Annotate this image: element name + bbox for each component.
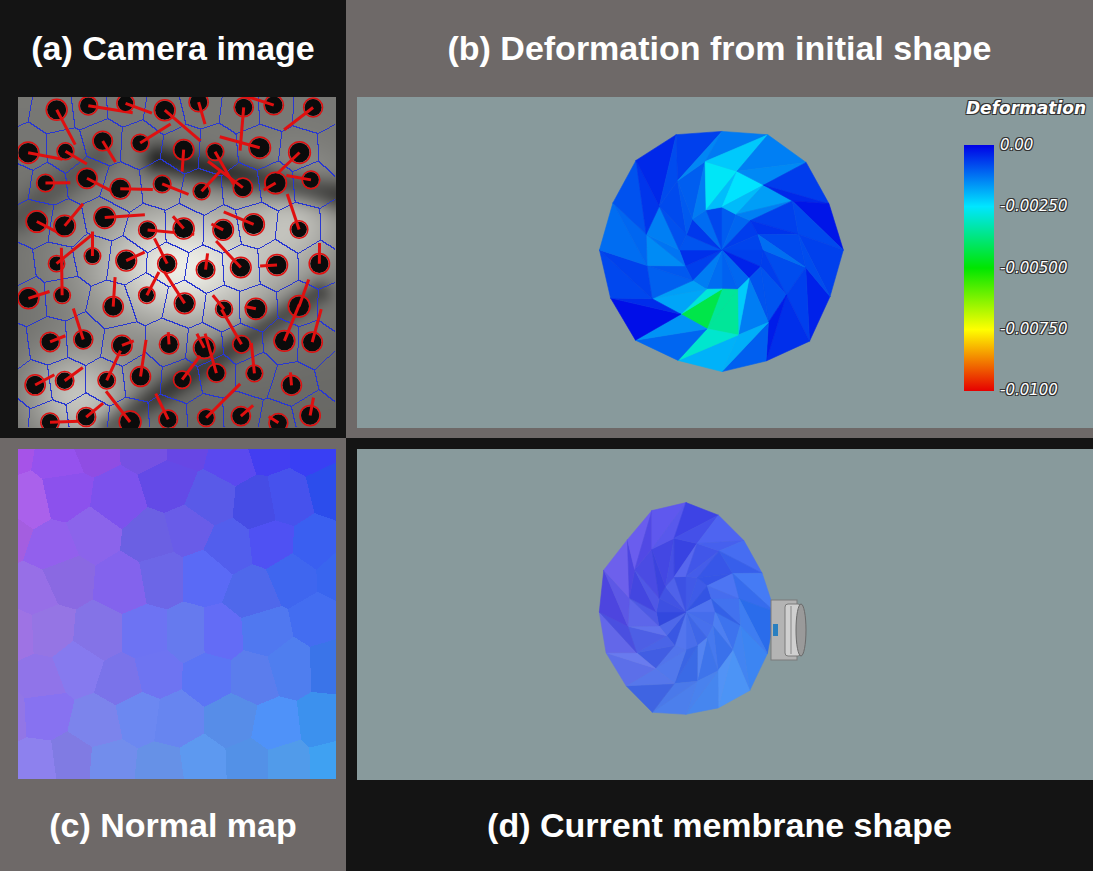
render-panel xyxy=(357,97,1093,428)
mesh-facet xyxy=(718,651,750,708)
panel-heading: (d) Current membrane shape xyxy=(346,780,1093,871)
mesh-facet xyxy=(679,250,722,266)
mesh-facet xyxy=(764,162,829,203)
mesh-facet xyxy=(750,221,798,235)
mesh-facet xyxy=(739,599,767,654)
mesh-facet xyxy=(626,684,674,713)
panel-heading: (a) Camera image xyxy=(0,0,346,97)
mesh-facet xyxy=(647,266,693,299)
mesh-facet xyxy=(665,538,674,586)
mesh-facet xyxy=(686,612,697,650)
mesh-facet xyxy=(606,653,655,669)
mesh-facet xyxy=(718,651,733,708)
mesh-facet xyxy=(712,599,741,625)
mesh-facet xyxy=(738,278,749,335)
mesh-facet xyxy=(604,540,630,598)
mount-groove xyxy=(791,606,792,654)
normal-map xyxy=(18,449,336,779)
sensor-mount xyxy=(771,600,806,660)
mesh-facet xyxy=(611,298,681,340)
colorbar-tick: -0.00250 xyxy=(1000,197,1067,215)
mesh-facet xyxy=(606,653,655,686)
quadrant-ground xyxy=(0,0,346,438)
mesh-facet xyxy=(739,599,775,654)
quadrant-ground xyxy=(346,438,1093,871)
mesh-facet xyxy=(758,234,806,267)
mesh-facet xyxy=(697,515,744,543)
deformation-mesh xyxy=(600,131,844,371)
colorbar xyxy=(964,145,994,391)
mesh-facet xyxy=(722,250,738,289)
mesh-facet xyxy=(628,626,667,636)
panel-title: (b) Deformation from initial shape xyxy=(447,29,991,68)
mesh-facet xyxy=(798,234,843,296)
mesh-facet xyxy=(758,235,806,268)
mesh-facet xyxy=(719,551,762,574)
mesh-facet xyxy=(635,511,652,570)
mesh-facet xyxy=(659,135,677,207)
mesh-facet xyxy=(750,201,798,234)
mesh-facet xyxy=(627,511,652,570)
panel-heading: (b) Deformation from initial shape xyxy=(346,0,1093,97)
quadrant-ground xyxy=(0,438,346,871)
render-panel xyxy=(357,449,1093,780)
mesh-facet xyxy=(697,638,707,681)
mesh-facet xyxy=(719,541,762,574)
colorbar-tick: -0.00500 xyxy=(1000,259,1067,277)
mesh-facet xyxy=(798,234,830,296)
membrane-mesh xyxy=(599,503,775,715)
mesh-facet xyxy=(722,235,763,251)
colorbar-tick: 0.00 xyxy=(1000,136,1033,154)
mesh-facet xyxy=(674,576,686,612)
colorbar-title: Deformation xyxy=(966,98,1086,118)
mount-end xyxy=(796,604,806,656)
panel-title: (c) Normal map xyxy=(49,806,297,845)
camera-image xyxy=(18,97,336,428)
quadrant-ground xyxy=(346,0,1093,438)
mesh-facet xyxy=(692,162,706,220)
colorbar-tick: -0.0100 xyxy=(1000,381,1058,399)
panel-title: (a) Camera image xyxy=(31,29,314,68)
mount-connector xyxy=(773,624,778,636)
mesh-facet xyxy=(656,612,686,626)
mesh-facet xyxy=(766,295,809,361)
mesh-facet xyxy=(611,298,681,314)
mesh-facet xyxy=(712,599,741,625)
mesh-facet xyxy=(647,266,693,281)
colorbar-tick: -0.00750 xyxy=(1000,320,1067,338)
mesh-facet xyxy=(766,295,786,361)
mesh-facet xyxy=(707,586,739,599)
mesh-facet xyxy=(686,599,715,612)
panel-title: (d) Current membrane shape xyxy=(487,806,952,845)
panel-heading: (c) Normal map xyxy=(0,780,346,871)
mesh-facet xyxy=(706,207,722,250)
